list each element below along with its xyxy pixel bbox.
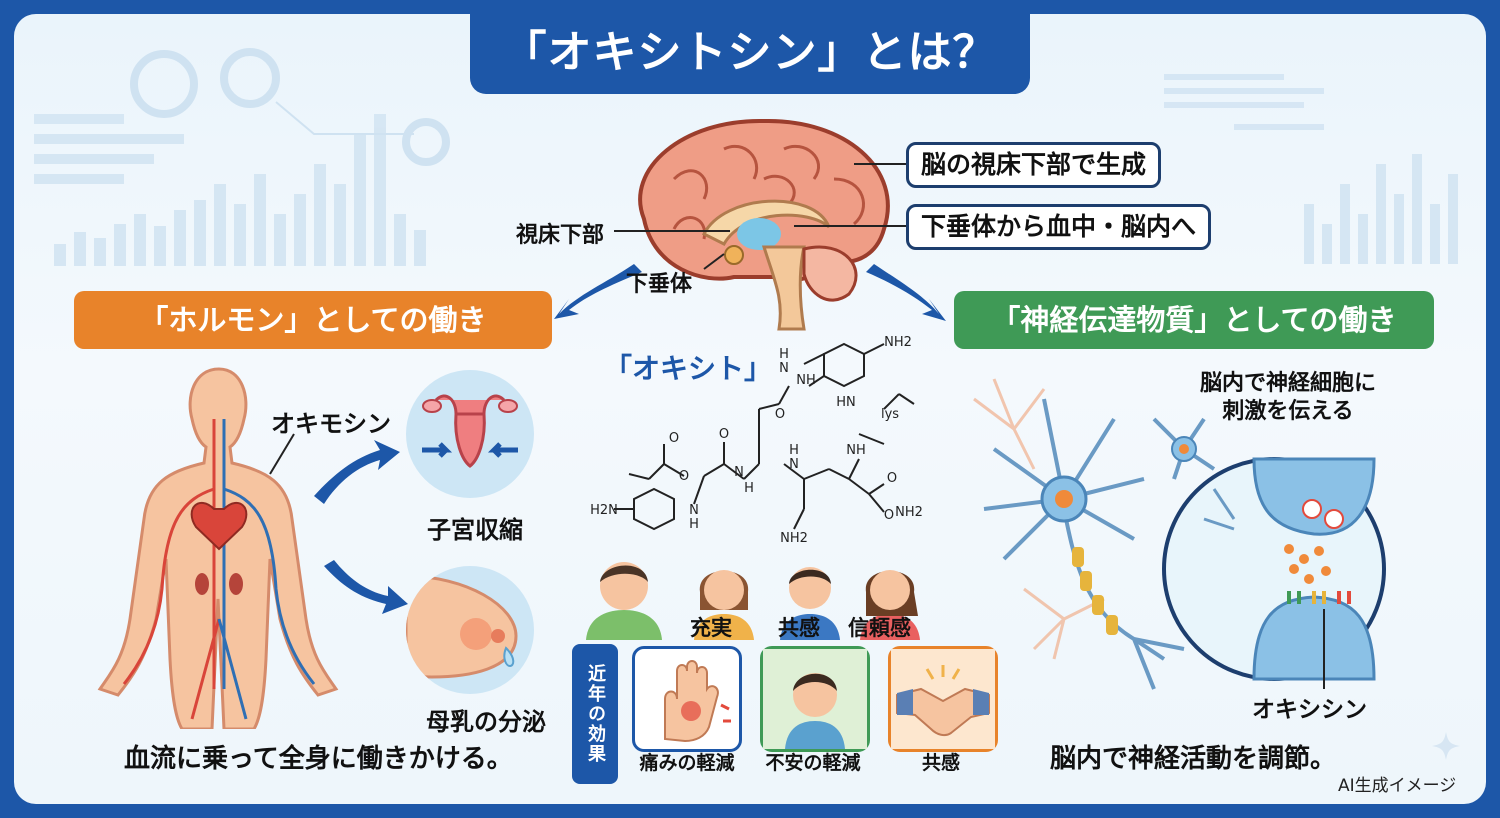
atom-lys: lys — [881, 407, 899, 422]
atom-o-3: O — [679, 469, 689, 484]
neuro-caption: 脳内で神経活動を調節。 — [1050, 744, 1337, 774]
people-label-1: 充実 — [690, 616, 732, 640]
recent-effects-tag: 近年の効果 — [572, 644, 618, 784]
atom-o-6: O — [884, 508, 894, 523]
effect-label-pain: 痛みの軽減 — [639, 752, 735, 774]
breast-circle — [406, 566, 534, 694]
neurotransmitter-heading: 「神経伝達物質」としての働き — [954, 291, 1434, 349]
hormone-arrows — [269, 433, 408, 614]
uterus-circle — [406, 370, 534, 498]
neuro-callout: 脳内で神経細胞に 刺激を伝える — [1200, 371, 1377, 424]
label-pituitary: 下垂体 — [626, 272, 693, 297]
atom-nh2-top: NH2 — [884, 335, 912, 350]
label-hypothalamus: 視床下部 — [516, 223, 605, 248]
brain-illustration — [638, 118, 890, 331]
atom-n-3: N — [689, 503, 699, 518]
label-uterine-contraction: 子宮収縮 — [427, 516, 523, 544]
atom-o-5: O — [887, 471, 897, 486]
effect-label-anxiety: 不安の軽減 — [765, 752, 861, 774]
brain-leader-lines — [554, 163, 946, 321]
hand-pain-icon — [664, 660, 731, 743]
hormone-heading: 「ホルモン」としての働き — [74, 291, 552, 349]
people-label-3: 信頼感 — [848, 616, 911, 640]
effect-pain-box — [632, 646, 742, 752]
molecule-structure: NH2 NH HN lys O O N H O O H N NH O O NH2… — [590, 335, 923, 544]
person-man-1 — [586, 562, 662, 640]
uterus-icon — [422, 394, 518, 468]
person-woman-2 — [860, 570, 920, 640]
breast-icon — [406, 574, 518, 679]
effect-anxiety-box — [760, 646, 870, 752]
label-milk-secretion: 母乳の分泌 — [426, 708, 546, 736]
atom-h-4: H — [779, 347, 789, 362]
atom-h2n-left: H2N — [590, 503, 618, 518]
background-decoration — [34, 48, 1458, 266]
atom-n-1: N — [734, 465, 744, 480]
atom-h-1: H — [744, 481, 754, 496]
label-oxytocin-body: オキモシン — [271, 410, 391, 438]
handshake-icon — [891, 649, 995, 749]
atom-nh-c: NH — [846, 443, 866, 458]
callout-hypothalamus-production: 脳の視床下部で生成 — [906, 142, 1162, 188]
atom-nh-a: NH — [796, 373, 816, 388]
sparkle-icon — [1432, 732, 1460, 760]
effect-label-empathy: 共感 — [921, 752, 960, 774]
atom-hn-b: HN — [836, 395, 856, 410]
atom-n-4: N — [779, 361, 789, 376]
molecule-label: 「オキシト」 — [604, 352, 773, 385]
atom-h-2: H — [789, 443, 799, 458]
callout-pituitary-release: 下垂体から血中・脳内へ — [906, 204, 1212, 250]
effect-empathy-box — [888, 646, 998, 752]
atom-o-4: O — [669, 431, 679, 446]
ai-generated-note: AI生成イメージ — [1338, 776, 1457, 796]
calm-person-icon — [763, 649, 867, 749]
atom-o-2: O — [719, 427, 729, 442]
atom-nh2-bottom: NH2 — [780, 531, 808, 544]
infographic-frame: 「オキシトシン」とは？ 脳の視床下部で生成 下垂体から血中・脳内へ 視床下部 下… — [14, 14, 1486, 804]
neuron-illustration — [973, 378, 1386, 690]
atom-h-3: H — [689, 517, 699, 532]
atom-n-2: N — [789, 457, 799, 472]
label-oxytocin-neuro: オキシシン — [1252, 697, 1367, 723]
person-woman-1 — [694, 570, 754, 640]
hormone-caption: 血流に乗って全身に働きかける。 — [124, 744, 513, 774]
atom-nh2-right: NH2 — [895, 505, 923, 520]
page-title: 「オキシトシン」とは？ — [470, 14, 1030, 94]
human-body-illustration — [97, 367, 339, 729]
person-man-2 — [780, 567, 840, 640]
atom-o-1: O — [775, 407, 785, 422]
people-illustration — [586, 562, 920, 640]
people-label-2: 共感 — [778, 616, 820, 640]
